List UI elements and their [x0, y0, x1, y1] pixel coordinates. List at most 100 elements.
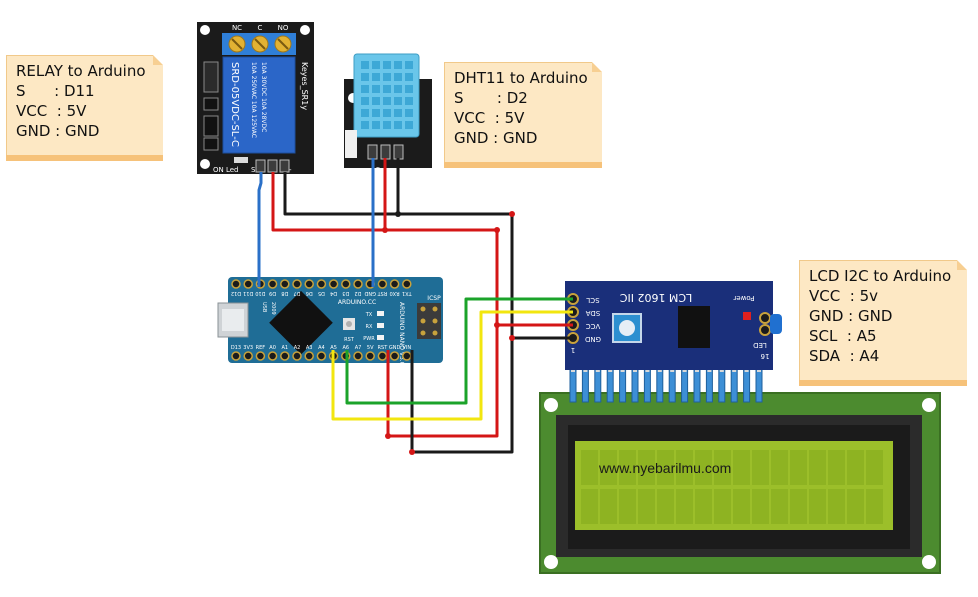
nano-top-pin	[389, 279, 400, 289]
nano-top-pin	[316, 279, 327, 289]
terminal-label: C	[258, 24, 263, 32]
rx-led-label: RX	[366, 324, 373, 330]
nano-bottom-pin	[267, 351, 278, 361]
dht-grille-hole	[405, 73, 413, 81]
lcd-char-cell	[600, 489, 617, 524]
potentiometer-knob	[619, 320, 635, 336]
lcd-char-cell	[714, 450, 731, 485]
i2c-pin-label: SDA	[586, 309, 601, 317]
lcd-char-cell	[790, 450, 807, 485]
nano-bottom-pin	[389, 351, 400, 361]
relay-note-line: VCC : 5V	[16, 102, 87, 120]
nano-top-pin-label: RX0	[390, 290, 400, 296]
nano-top-pin	[402, 279, 412, 289]
lcd-char-cell	[657, 450, 674, 485]
lcd-sda-wire	[331, 310, 573, 421]
dht-grille-hole	[372, 109, 380, 117]
dht-grille-hole	[372, 85, 380, 93]
lcd-char-cell	[619, 450, 636, 485]
dht-note-line: S : D2	[454, 89, 528, 107]
lcd-note-line: VCC : 5v	[809, 287, 878, 305]
dht-grille-hole	[383, 121, 391, 129]
dht-grille-hole	[383, 97, 391, 105]
lcd-char-cell	[638, 489, 655, 524]
dht-grille-hole	[405, 85, 413, 93]
dht11-grille	[361, 61, 413, 129]
dht-grille-hole	[405, 61, 413, 69]
dht-grille-hole	[394, 97, 402, 105]
on-led-label: ON Led	[213, 166, 239, 174]
nano-bottom-pin	[231, 351, 241, 361]
nano-label: ARDUINO NANO V3.0	[398, 302, 405, 366]
lcd-char-cell	[714, 489, 731, 524]
lcd-char-cell	[638, 450, 655, 485]
i2c-pin-label: GND	[585, 335, 601, 343]
dht-grille-hole	[394, 121, 402, 129]
dht-grille-hole	[361, 97, 369, 105]
dht-minus-label: -	[402, 166, 405, 174]
transistor	[203, 115, 219, 137]
lcd-char-cell	[695, 489, 712, 524]
nano-bottom-pin-label: A4	[318, 345, 325, 351]
dht-grille-hole	[405, 109, 413, 117]
dht-grille-hole	[361, 109, 369, 117]
dht11-sensor	[353, 53, 420, 138]
lcd-char-cell	[828, 489, 845, 524]
nano-bottom-pin-label: A0	[269, 345, 276, 351]
note-fold	[957, 260, 967, 270]
lcd-char-cell	[581, 489, 598, 524]
lcd-char-cell	[866, 489, 883, 524]
dht-grille-hole	[361, 121, 369, 129]
nano-bottom-pin	[304, 351, 314, 361]
dht-grille-hole	[383, 73, 391, 81]
relay-note: RELAY to Arduino S : D11 VCC : 5V GND : …	[6, 55, 163, 161]
dht-grille-hole	[405, 121, 413, 129]
dht-grille-hole	[383, 109, 391, 117]
lcd-char-cell	[809, 489, 826, 524]
rst-label: RST	[344, 337, 355, 343]
lcd-char-cell	[657, 489, 674, 524]
lcd-note-line: SDA : A4	[809, 347, 880, 365]
on-led	[234, 157, 248, 163]
nano-top-pin-label: D11	[243, 290, 253, 296]
dht-grille-hole	[405, 97, 413, 105]
icsp-label: ICSP	[427, 295, 441, 302]
nano-bottom-pin-label: 5V	[367, 345, 374, 351]
usb-label: USB	[261, 302, 267, 313]
wires	[257, 158, 573, 454]
dht-grille-hole	[361, 73, 369, 81]
nano-top-pin-label: D12	[231, 290, 241, 296]
dht-s-label: S	[376, 166, 381, 174]
relay-note-title: RELAY to Arduino	[16, 62, 146, 80]
nano-top-pin-label: D4	[330, 290, 337, 296]
lcd-scl-wire	[345, 297, 573, 405]
nano-top-pin	[280, 279, 290, 289]
nano-bottom-pin-label: A3	[306, 345, 313, 351]
lcd-char-cell	[581, 450, 598, 485]
lcd-char-cell	[733, 489, 750, 524]
nano-top-pin	[377, 279, 388, 289]
relay-rating-label: 10A 250VAC 10A 125VAC	[250, 62, 257, 138]
nano-top-pin-label: D3	[342, 290, 349, 296]
nano-bottom-pin	[365, 351, 375, 361]
nano-top-pin	[292, 279, 302, 289]
dht-note-line: VCC : 5V	[454, 109, 525, 127]
lcd-char-cell	[695, 450, 712, 485]
dht-grille-hole	[394, 61, 402, 69]
dht-grille-hole	[383, 85, 391, 93]
nano-top-pin	[304, 279, 314, 289]
lcd-note: LCD I2C to Arduino VCC : 5v GND : GND SC…	[799, 260, 967, 386]
i2c-module: LCM 1602 IIC Power LED 1 16 SCL SDA VCC …	[565, 281, 782, 370]
dht11-module: S -	[344, 53, 432, 174]
relay-note-line: S : D11	[16, 82, 95, 100]
lcd-char-cell	[828, 450, 845, 485]
nano-top-pin	[328, 279, 339, 289]
lcd-char-cell	[866, 450, 883, 485]
lcd-char-cell	[847, 450, 864, 485]
nano-bottom-pin-label: RST	[378, 345, 389, 351]
lcd-char-cell	[752, 489, 769, 524]
lcd-char-cell	[619, 489, 636, 524]
nano-top-pin-label: D2	[354, 290, 361, 296]
lcd-char-cell	[752, 450, 769, 485]
dht-grille-hole	[394, 109, 402, 117]
